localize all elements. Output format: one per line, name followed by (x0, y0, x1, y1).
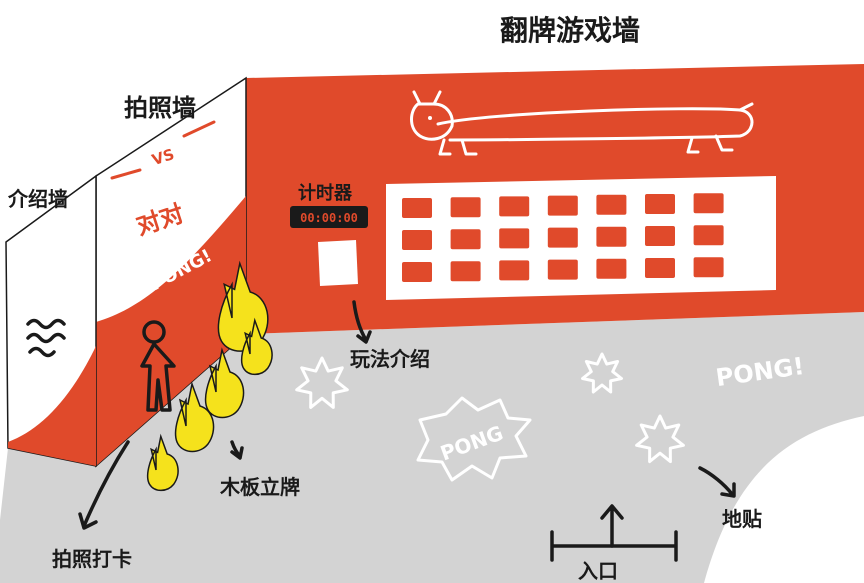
label-rules-intro: 玩法介绍 (350, 347, 430, 371)
flip-card (547, 227, 578, 248)
label-photo-checkin: 拍照打卡 (52, 547, 132, 571)
label-photo-wall: 拍照墙 (124, 94, 196, 122)
person-figure (140, 320, 176, 412)
timer-label: 计时器 (298, 182, 353, 204)
label-floor-sticker: 地贴 (722, 507, 762, 531)
wood-cutouts (146, 260, 273, 492)
sausage-dog-drawing (410, 90, 754, 156)
arrow-wood-sign (230, 440, 244, 460)
flip-card (693, 225, 724, 246)
wood-cutout (174, 381, 215, 453)
wood-cutout (146, 433, 179, 492)
flip-card (645, 194, 675, 214)
flip-card (645, 226, 675, 246)
floor-star-sticker (295, 356, 349, 409)
flip-card (693, 257, 724, 278)
flip-card (645, 258, 675, 278)
arrow-photo-checkin (78, 440, 130, 530)
intro-wall-squiggles (26, 318, 66, 358)
flip-card (402, 198, 432, 218)
intro-wall-red-area (8, 346, 96, 466)
flip-card (596, 258, 627, 279)
arrow-rules (352, 300, 372, 344)
arrow-floor-sticker (698, 466, 736, 498)
flip-card (499, 260, 530, 281)
flip-card (450, 229, 481, 250)
wood-cutout (204, 347, 245, 419)
photo-wall-red-area (96, 196, 246, 466)
flip-card (547, 259, 578, 280)
flip-card (450, 261, 481, 282)
flip-card (402, 262, 432, 282)
floor-stars (295, 352, 685, 464)
timer-display-box (290, 206, 368, 228)
rules-board (318, 240, 358, 286)
label-flip-wall: 翻牌游戏墙 (500, 14, 640, 47)
wood-cutout (240, 317, 273, 376)
arrow-entrance (600, 504, 624, 548)
flip-card (596, 226, 627, 247)
floor-star-sticker (635, 414, 685, 464)
flip-card (499, 196, 530, 217)
flip-card (499, 228, 530, 249)
label-intro-wall: 介绍墙 (7, 187, 68, 211)
entrance-bracket (550, 530, 678, 562)
label-entrance: 入口 (578, 559, 618, 583)
flip-card (402, 230, 432, 250)
label-wood-sign: 木板立牌 (219, 475, 300, 499)
floor-star-sticker (581, 352, 623, 394)
timer-display: 00:00:00 (300, 211, 358, 225)
card-grid (402, 193, 724, 282)
flip-card (547, 195, 578, 216)
flip-card (450, 197, 481, 218)
arrows (78, 300, 736, 562)
flip-card (693, 193, 724, 214)
flip-card (596, 194, 627, 215)
card-board (386, 176, 776, 300)
